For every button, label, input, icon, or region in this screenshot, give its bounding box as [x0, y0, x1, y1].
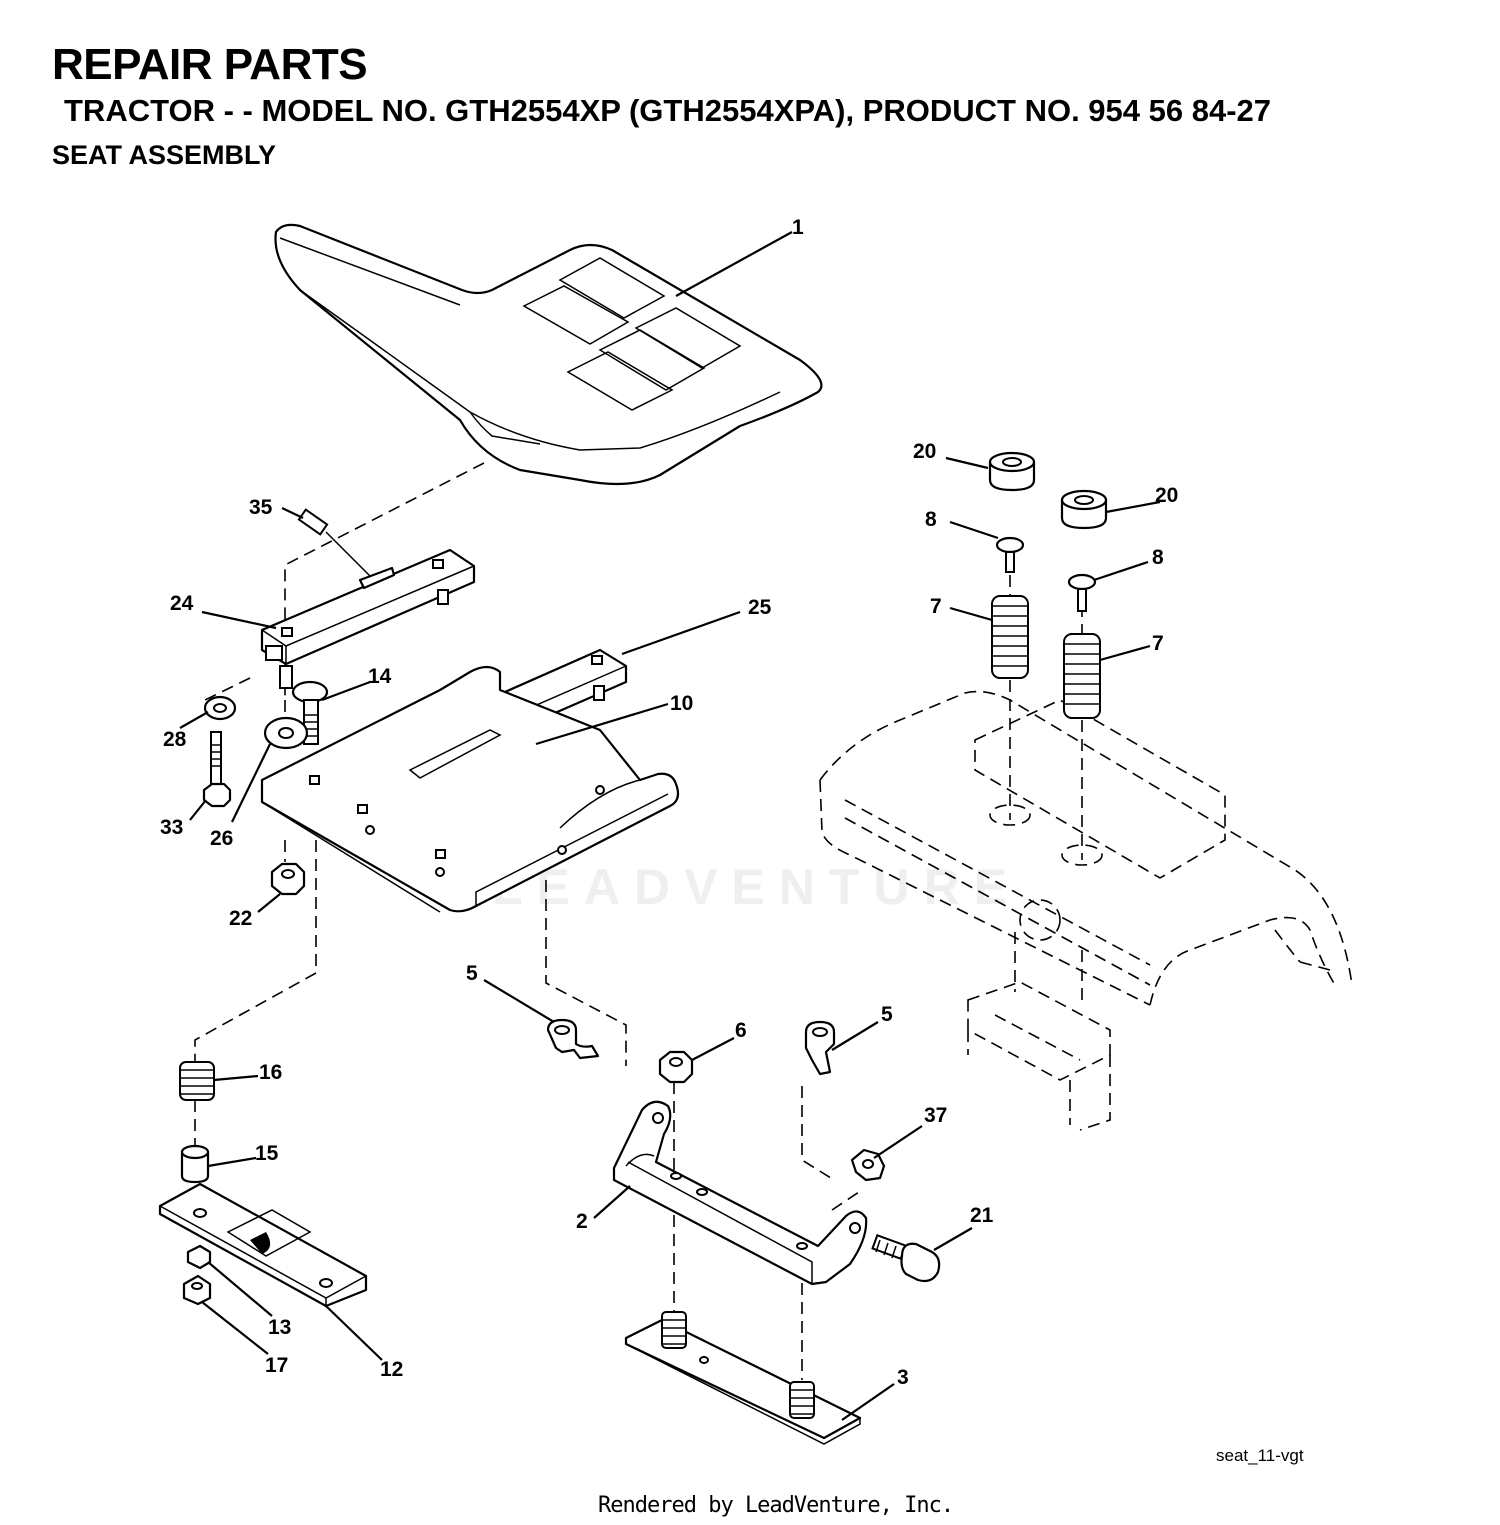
callout-22: 22 [229, 907, 252, 930]
seat [274, 223, 823, 486]
seat-rail-24 [260, 548, 476, 689]
seat-bracket-2 [612, 1100, 868, 1286]
callout-5b: 5 [881, 1003, 893, 1026]
callout-7a: 7 [930, 595, 942, 618]
callout-16: 16 [259, 1061, 282, 1084]
callout-6: 6 [735, 1019, 747, 1042]
callout-2: 2 [576, 1210, 588, 1233]
drawing-id: seat_11-vgt [1216, 1446, 1304, 1465]
callout-10: 10 [670, 692, 693, 715]
callout-numbers: 1 35 24 25 14 10 28 33 26 22 20 20 8 8 7… [160, 216, 1178, 1389]
callout-20a: 20 [913, 440, 936, 463]
callout-1: 1 [792, 216, 804, 239]
callout-14: 14 [368, 665, 392, 688]
fender-outline [819, 690, 1353, 1131]
callout-37: 37 [924, 1104, 947, 1127]
callout-7b: 7 [1152, 632, 1164, 655]
stud-plate-3 [624, 1311, 862, 1445]
watermark: LEADVENTURE [492, 859, 1022, 915]
callout-5a: 5 [466, 962, 478, 985]
callout-17: 17 [265, 1354, 288, 1377]
callout-8a: 8 [925, 508, 937, 531]
page-title: REPAIR PARTS [52, 40, 368, 89]
callout-28: 28 [163, 728, 187, 751]
render-credit: Rendered by LeadVenture, Inc. [598, 1493, 954, 1518]
hardware-lower-left [158, 1061, 368, 1308]
seat-pan-10 [260, 665, 680, 913]
callout-26: 26 [210, 827, 233, 850]
section-title: SEAT ASSEMBLY [52, 140, 277, 170]
callout-8b: 8 [1152, 546, 1164, 569]
spring-left-7 [991, 595, 1029, 679]
spring-right-7 [1063, 633, 1101, 719]
callout-13: 13 [268, 1316, 291, 1339]
hardware-right [988, 451, 1108, 719]
callout-3: 3 [897, 1366, 909, 1389]
hardware-center [546, 1018, 941, 1283]
callout-12: 12 [380, 1358, 403, 1381]
hardware-left [202, 508, 396, 896]
callout-25: 25 [748, 596, 772, 619]
callout-35: 35 [249, 496, 273, 519]
callout-15: 15 [255, 1142, 279, 1165]
callout-33: 33 [160, 816, 183, 839]
callout-21: 21 [970, 1204, 994, 1227]
callout-24: 24 [170, 592, 194, 615]
leader-lines [179, 231, 1161, 1421]
page-subtitle: TRACTOR - - MODEL NO. GTH2554XP (GTH2554… [64, 93, 1272, 128]
callout-20b: 20 [1155, 484, 1178, 507]
